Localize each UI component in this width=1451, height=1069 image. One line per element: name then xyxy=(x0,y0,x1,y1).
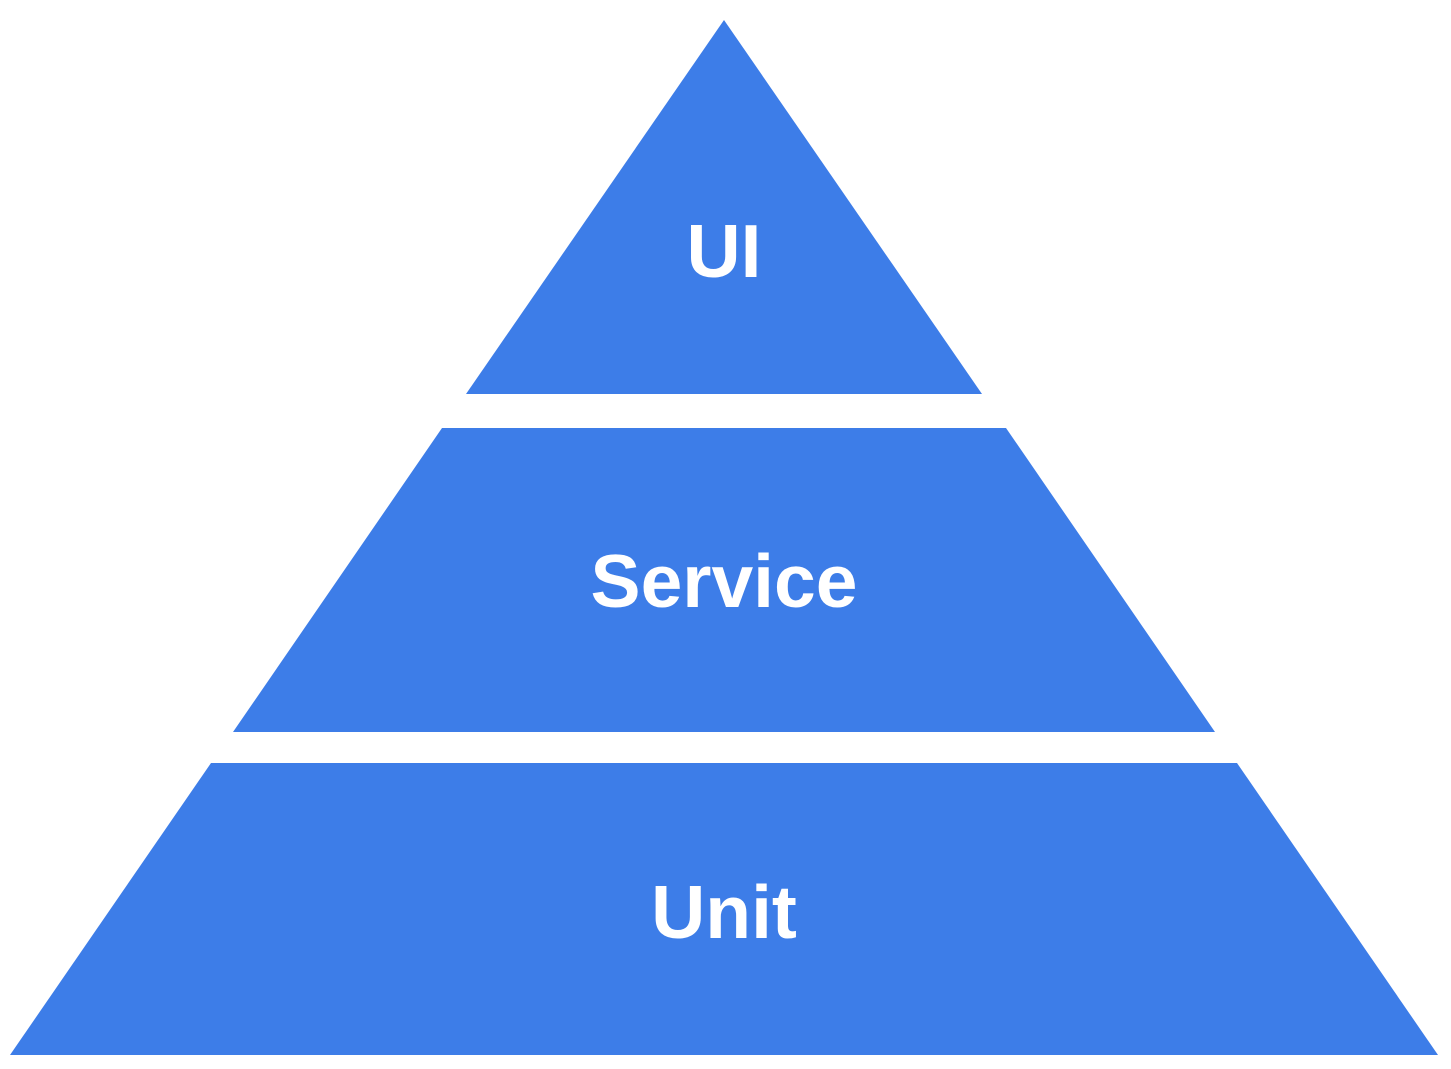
pyramid-label-unit: Unit xyxy=(651,870,797,954)
pyramid-layer-service xyxy=(233,428,1215,732)
pyramid-label-service: Service xyxy=(591,539,858,623)
pyramid-label-ui: UI xyxy=(687,209,762,293)
pyramid-layer-unit xyxy=(10,763,1438,1055)
pyramid-layer-ui xyxy=(466,20,982,394)
